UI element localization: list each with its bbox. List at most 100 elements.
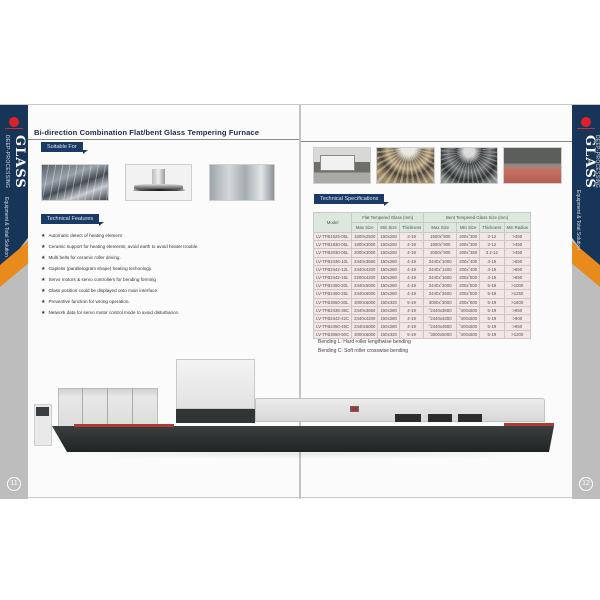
spec-cell: 2200x4200 bbox=[351, 272, 379, 283]
spec-cell: 2000x˜900 bbox=[423, 248, 458, 258]
column-header: Thickness bbox=[398, 222, 425, 233]
technical-specifications-tag: Technical Specifications bbox=[314, 194, 390, 206]
model-cell: LV-TFB2450-20L bbox=[312, 281, 353, 291]
model-cell: LV-TFB2436-10L bbox=[312, 256, 353, 266]
title-divider bbox=[301, 141, 572, 142]
spec-cell: 200x˜500 bbox=[456, 289, 481, 299]
bullet-star-icon: ★ bbox=[41, 310, 46, 316]
spec-cell: 3000x6000 bbox=[351, 330, 379, 340]
column-header: Min Size bbox=[377, 222, 400, 233]
image-furnace-bed bbox=[503, 147, 562, 184]
unloading-rollers bbox=[504, 423, 554, 426]
sidebar-subtitle: DEEP-PROCESSING bbox=[594, 135, 600, 189]
spec-cell: 4-19 bbox=[398, 289, 425, 299]
bullet-star-icon: ★ bbox=[41, 255, 46, 261]
spec-cell: 3-19 bbox=[398, 231, 425, 242]
spec-cell: 2440x4200 bbox=[351, 313, 379, 324]
spec-cell: 200x˜500 bbox=[456, 272, 481, 283]
spec-cell: 2440x4200 bbox=[351, 264, 379, 274]
model-cell: LV-TFB1525-06L bbox=[312, 231, 353, 242]
spec-cell: ˜400x500 bbox=[456, 313, 481, 324]
spec-cell: 150x250 bbox=[377, 248, 400, 258]
sidebar-subtitle: DEEP-PROCESSING bbox=[4, 135, 10, 189]
spec-cell: 2440x˜2500 bbox=[423, 289, 458, 299]
spec-cell: 2440x˜1200 bbox=[423, 264, 458, 274]
spec-cell: >650 bbox=[503, 264, 532, 274]
image-range-hood bbox=[125, 164, 192, 201]
column-header-model: Model bbox=[312, 212, 353, 233]
tempering-furnace-illustration bbox=[34, 351, 574, 481]
spec-cell: ˜3000x5000 bbox=[423, 330, 458, 340]
spec-cell: 150x250 bbox=[377, 231, 400, 242]
spec-cell: 3000x6000 bbox=[351, 297, 379, 307]
spec-cell: 3-12 bbox=[479, 240, 505, 250]
spec-cell: 150x280 bbox=[377, 322, 400, 332]
column-header: Max Size bbox=[351, 222, 379, 233]
column-header: Min Size bbox=[456, 222, 481, 233]
spec-cell: ˜400x500 bbox=[456, 322, 481, 332]
spec-cell: >1250 bbox=[503, 289, 532, 299]
spec-cell: 4-19 bbox=[479, 264, 505, 274]
spec-cell: 150x280 bbox=[377, 313, 400, 324]
spec-cell: 4-19 bbox=[398, 322, 425, 332]
spec-table: Model Flat Tempered Glass (mm) Bent Temp… bbox=[312, 212, 532, 340]
spec-cell: 4-19 bbox=[398, 256, 425, 266]
spec-cell: 2440x5000 bbox=[351, 322, 379, 332]
spec-cell: 200x˜350 bbox=[456, 248, 481, 258]
sidebar-tagline: Equipment & Total Solution bbox=[575, 190, 581, 250]
spec-cell: 150x280 bbox=[377, 264, 400, 274]
spec-cell: 3000x˜3000 bbox=[423, 297, 458, 307]
feature-item: ★Gapless (parallelogram shape) heating t… bbox=[41, 266, 153, 272]
feature-item: ★Ceramic support for heating elements, a… bbox=[41, 244, 199, 250]
sidebar-brand: GLASS bbox=[12, 135, 27, 189]
spec-cell: 5-19 bbox=[479, 305, 505, 315]
spec-cell: >1000 bbox=[503, 281, 532, 291]
spec-cell: 150x280 bbox=[377, 272, 400, 283]
spec-cell: 5-19 bbox=[479, 330, 505, 340]
model-cell: LV-TFB2442-42C bbox=[312, 313, 353, 324]
feature-item: ★Servo motors & servo controllers for be… bbox=[41, 277, 156, 283]
bullet-star-icon: ★ bbox=[41, 299, 46, 305]
roller-conveyor-base bbox=[52, 426, 554, 452]
spec-cell: 4-19 bbox=[398, 248, 425, 258]
page-gutter bbox=[299, 105, 301, 499]
spec-cell: 1500x2500 bbox=[351, 231, 379, 242]
electrical-cabinets bbox=[58, 388, 158, 428]
bullet-star-icon: ★ bbox=[41, 277, 46, 283]
spec-cell: 200x˜300 bbox=[456, 231, 481, 242]
sidebar-brand: GLASS bbox=[582, 135, 597, 189]
spec-cell: ˜2440x4500 bbox=[423, 322, 458, 332]
feature-list: ★Automatic detect of heating element ★Ce… bbox=[41, 230, 199, 318]
spec-cell: >950 bbox=[503, 322, 532, 332]
spec-cell: 200x˜500 bbox=[456, 281, 481, 291]
title-divider bbox=[28, 139, 299, 140]
bullet-star-icon: ★ bbox=[41, 266, 46, 272]
image-curved-dome bbox=[440, 147, 498, 184]
spec-cell: ˜400x500 bbox=[456, 305, 481, 315]
spec-cell: 4-19 bbox=[398, 272, 425, 283]
spec-cell: 2440x˜2000 bbox=[423, 281, 458, 291]
feature-item: ★Multi belts for ceramic roller driving. bbox=[41, 255, 121, 261]
feature-item: ★Preventive function for wrong operation… bbox=[41, 299, 130, 305]
spec-cell: 1500x˜800 bbox=[423, 231, 458, 242]
bullet-star-icon: ★ bbox=[41, 288, 46, 294]
feature-item: ★Automatic detect of heating element bbox=[41, 233, 122, 239]
logo-icon bbox=[581, 117, 591, 127]
spec-cell: 2440x˜1600 bbox=[423, 272, 458, 283]
model-cell: LV-TFB1830-06L bbox=[312, 240, 353, 250]
spec-cell: 1800x3000 bbox=[351, 240, 379, 250]
spec-cell: 2440x3660 bbox=[351, 256, 379, 266]
loading-rollers bbox=[74, 424, 174, 427]
model-cell: LV-TFB2450-45C bbox=[312, 322, 353, 332]
spec-cell: 1800x˜900 bbox=[423, 240, 458, 250]
spec-cell: 5-19 bbox=[479, 313, 505, 324]
group-header-flat: Flat Tempered Glass (mm) bbox=[351, 212, 425, 223]
spec-cell: 2440x5000 bbox=[351, 281, 379, 291]
column-header: Thickness bbox=[479, 222, 505, 233]
spec-cell: 200x˜300 bbox=[456, 240, 481, 250]
